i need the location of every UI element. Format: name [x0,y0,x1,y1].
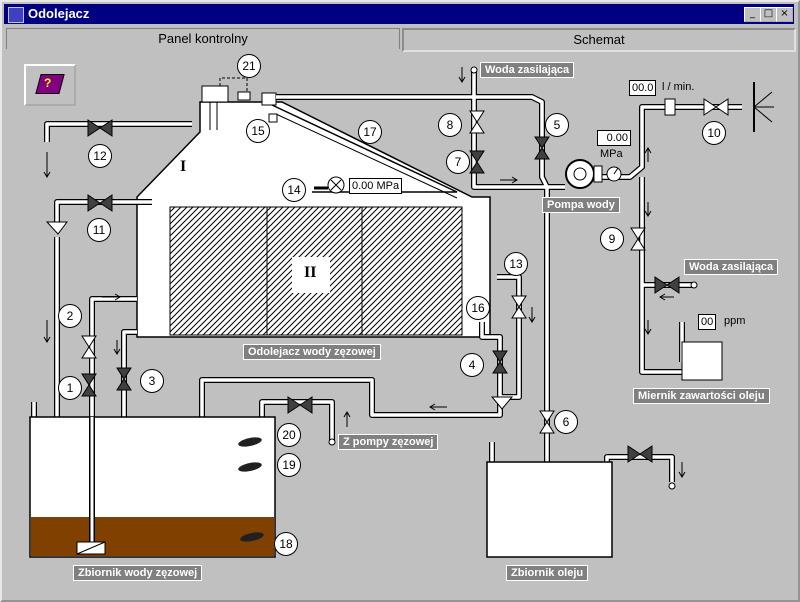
tag-7: 7 [446,150,470,174]
oil-tank [486,461,613,558]
tab-panel-kontrolny[interactable]: Panel kontrolny [6,28,400,49]
tag-16: 16 [466,296,490,320]
tag-2: 2 [58,304,82,328]
tag-14: 14 [282,178,306,202]
tag-12: 12 [88,144,112,168]
oil-meter-box [681,341,723,381]
label-separator: Odolejacz wody zęzowej [243,344,381,360]
label-oil-meter: Miernik zawartości oleju [633,388,770,404]
level-sensor [201,85,229,103]
tag-15: 15 [246,119,270,143]
tag-17: 17 [358,120,382,144]
tag-13: 13 [504,252,528,276]
funnel-right [490,396,514,410]
separator-pressure-readout: 0.00 MPa [349,178,403,194]
funnel-left [45,221,68,235]
tag-19: 19 [277,453,301,477]
tag-5: 5 [545,113,569,137]
close-button[interactable]: × [776,7,793,22]
oil-ppm-unit: ppm [724,315,746,327]
label-water-supply-top: Woda zasilająca [480,62,575,78]
title-bar: Odolejacz _ □ × [4,4,794,24]
chamber-label-2: II [304,264,317,281]
flow-readout: 00.0 [629,80,657,96]
tag-11: 11 [87,218,111,242]
flow-unit: l / min. [662,81,695,93]
tab-schemat[interactable]: Schemat [402,28,796,52]
tag-1: 1 [58,376,82,400]
tag-6: 6 [554,410,578,434]
app-icon [8,7,24,23]
label-water-supply-right: Woda zasilająca [684,259,779,275]
tag-3: 3 [140,369,164,393]
tag-10: 10 [702,121,726,145]
help-button[interactable]: ? [24,64,76,106]
tag-18: 18 [274,532,298,556]
pump-pressure-unit: MPa [600,148,623,160]
oil-ppm-readout: 00 [698,314,717,330]
label-oil-tank: Zbiornik oleju [506,565,589,581]
tag-4: 4 [460,353,484,377]
tag-21: 21 [237,54,261,78]
label-bilge-tank: Zbiornik wody zęzowej [73,565,203,581]
label-pump: Pompa wody [542,197,620,213]
valves [81,98,729,463]
pump-pressure-readout: 0.00 [597,130,631,146]
chamber-label-1: I [180,158,187,175]
tag-8: 8 [438,113,462,137]
bilge-oil-layer [31,517,274,556]
tag-9: 9 [600,227,624,251]
tag-20: 20 [277,423,301,447]
label-from-pump: Z pompy zęzowej [338,434,439,450]
water-pump [565,159,603,189]
window-title: Odolejacz [28,6,90,21]
